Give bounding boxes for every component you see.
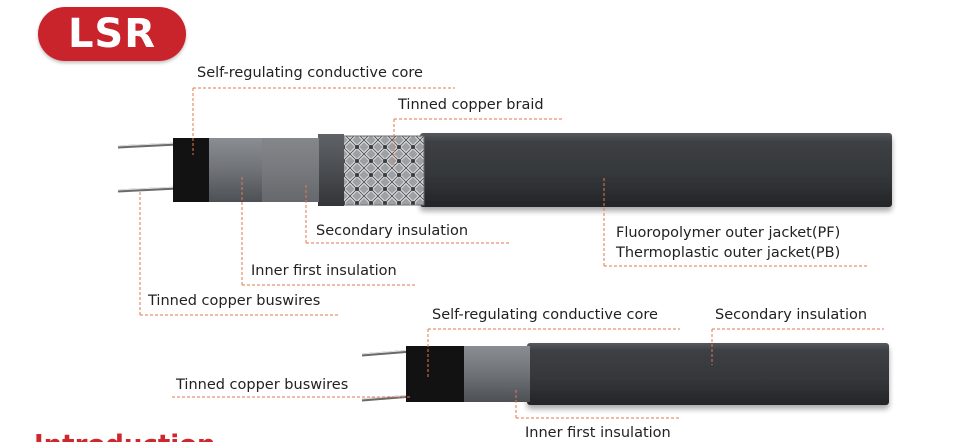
leader-core (192, 87, 455, 155)
label-secondary-insulation: Secondary insulation (316, 223, 469, 239)
label-inner-first-insulation-2: Inner first insulation (525, 425, 671, 441)
inner-first-insulation-2 (462, 346, 530, 402)
label-inner-first-insulation: Inner first insulation (251, 263, 397, 279)
section-heading: Introduction (34, 432, 234, 442)
leader-lines (139, 87, 884, 419)
tinned-copper-braid (342, 136, 424, 205)
label-tinned-copper-buswires-2: Tinned copper buswires (176, 377, 349, 393)
cable-2 (361, 343, 889, 405)
label-conductive-core: Self-regulating conductive core (197, 65, 423, 81)
buswire-2a (361, 349, 413, 357)
leader-secondary-2 (711, 328, 884, 365)
lsr-logo: LSR (38, 7, 186, 61)
label-tinned-copper-buswires: Tinned copper buswires (148, 293, 321, 309)
conductive-core-2 (406, 346, 464, 402)
leader-secondary (305, 185, 510, 244)
leader-braid (393, 118, 562, 165)
leader-buswires (139, 190, 340, 316)
outer-jacket (420, 133, 892, 207)
label-secondary-insulation-2: Secondary insulation (715, 307, 868, 323)
leader-inner-2 (515, 390, 680, 419)
buswire-1b (117, 186, 179, 193)
leader-jacket (603, 178, 868, 267)
leader-core-2 (427, 328, 680, 378)
leader-inner (241, 175, 415, 286)
cable-1 (117, 133, 892, 207)
conductive-core (173, 138, 209, 202)
secondary-insulation (318, 134, 344, 206)
label-thermoplastic-jacket: Thermoplastic outer jacket(PB) (616, 245, 841, 261)
label-fluoropolymer-jacket: Fluoropolymer outer jacket(PF) (616, 225, 841, 241)
buswire-1a (117, 142, 179, 149)
label-tinned-copper-braid: Tinned copper braid (398, 97, 544, 113)
secondary-insulation-2 (527, 343, 889, 405)
label-conductive-core-2: Self-regulating conductive core (432, 307, 658, 323)
